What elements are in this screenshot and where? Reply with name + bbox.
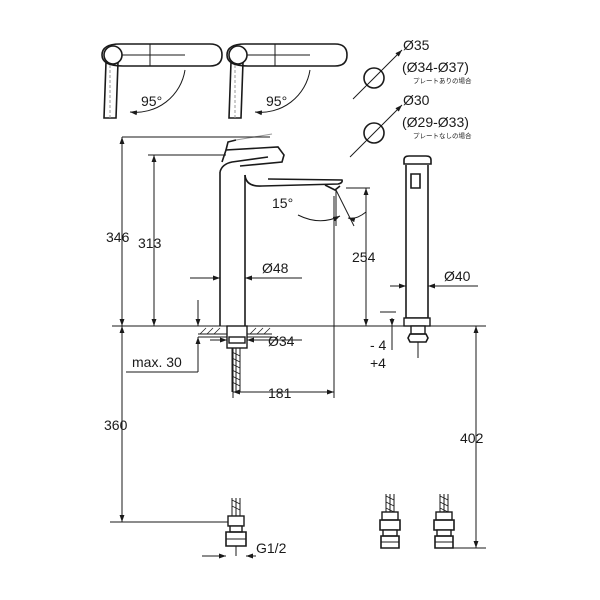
hole-dia-b-label: Ø30: [403, 92, 430, 108]
hole-dia-a-label: Ø35: [403, 37, 430, 53]
reach-label: 181: [268, 385, 292, 401]
hole-range-a-label: (Ø34-Ø37): [402, 59, 469, 75]
mounting-shank: [198, 325, 272, 392]
hose-connector-left: G1/2: [202, 498, 287, 559]
body-dia-label: Ø48: [262, 260, 289, 276]
faucet-body-side: [403, 155, 432, 358]
hose-connector-middle: [379, 494, 401, 549]
hole-range-b-label: (Ø29-Ø33): [402, 114, 469, 130]
hose-length-left-label: 360: [104, 417, 128, 433]
tol-minus-label: - 4: [370, 337, 387, 353]
handle-angle-right-label: 95°: [266, 93, 287, 109]
handle-top-view-left: 95°: [101, 43, 223, 120]
handle-angle-left-label: 95°: [141, 93, 162, 109]
shank-dia-label: Ø34: [268, 333, 295, 349]
note-a-label: プレートありの場合: [413, 76, 472, 85]
hose-length-right-label: 402: [460, 430, 484, 446]
max-thickness-label: max. 30: [132, 354, 182, 370]
hose-connector-right: [433, 494, 455, 549]
tol-plus-label: +4: [370, 355, 386, 371]
side-dia-label: Ø40: [444, 268, 471, 284]
faucet-body-front: [219, 133, 343, 326]
hole-symbol-with-plate: Ø35 (Ø34-Ø37) プレートありの場合: [352, 37, 472, 100]
handle-top-view-right: 95°: [226, 43, 348, 120]
height-spout-top-label: 313: [138, 235, 162, 251]
spout-height-label: 254: [352, 249, 376, 265]
spout-angle-label: 15°: [272, 195, 293, 211]
thread-label: G1/2: [256, 540, 287, 556]
hole-symbol-without-plate: Ø30 (Ø29-Ø33) プレートなしの場合: [349, 92, 472, 158]
height-total-label: 346: [106, 229, 130, 245]
note-b-label: プレートなしの場合: [413, 131, 472, 140]
